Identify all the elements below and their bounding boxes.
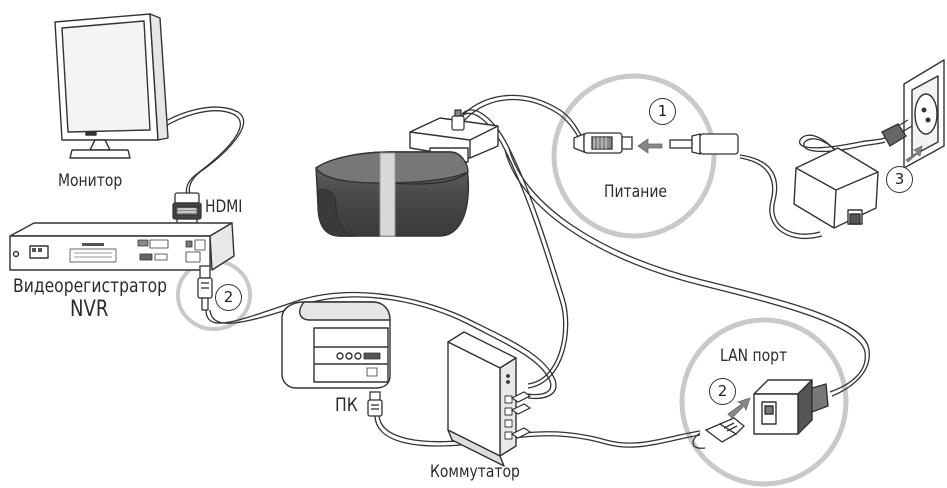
step-badge-lan-port: 2 bbox=[709, 378, 736, 405]
camera-connector bbox=[451, 109, 465, 131]
pc-label: ПК bbox=[335, 394, 358, 416]
adapter-dc-cable bbox=[739, 154, 821, 235]
pc-lan-plug bbox=[367, 391, 383, 417]
lan-port-callout-ring bbox=[679, 317, 849, 487]
wall-outlet bbox=[903, 59, 945, 169]
pc-device bbox=[281, 301, 391, 389]
switch-plugs bbox=[510, 391, 532, 439]
nvr-switch-cable bbox=[205, 291, 557, 400]
power-label: Питание bbox=[604, 182, 667, 202]
pc-switch-cable bbox=[374, 414, 701, 448]
hdmi-plug bbox=[172, 192, 202, 224]
camera-power-lead bbox=[459, 94, 586, 143]
lan-arrow bbox=[727, 397, 751, 419]
power-adapter bbox=[793, 147, 879, 229]
camera-lan-lead bbox=[504, 149, 866, 393]
camera-network-cable bbox=[459, 112, 565, 385]
lan-rj45-plug bbox=[704, 417, 745, 443]
camera-device bbox=[315, 117, 499, 237]
lan-coupler bbox=[753, 379, 829, 435]
nvr-lan-plug bbox=[197, 265, 213, 311]
switch-label: Коммутатор bbox=[430, 462, 520, 482]
hdmi-cable bbox=[151, 106, 245, 195]
network-switch bbox=[447, 331, 517, 467]
adapter-plug-cable bbox=[799, 134, 886, 161]
dc-male-plug bbox=[669, 133, 739, 155]
power-arrow bbox=[637, 138, 663, 154]
nvr-device bbox=[9, 222, 235, 271]
step-badge-outlet: 3 bbox=[886, 166, 913, 193]
lan-plug-cable bbox=[692, 432, 706, 449]
power-callout-ring bbox=[551, 73, 717, 239]
nvr-label-line2: NVR bbox=[70, 297, 109, 322]
monitor-label: Монитор bbox=[58, 171, 123, 191]
lan-port-label: LAN порт bbox=[720, 346, 788, 366]
monitor-device bbox=[54, 13, 169, 159]
outlet-arrow bbox=[905, 145, 923, 163]
hdmi-label: HDMI bbox=[205, 197, 243, 217]
dc-female-connector bbox=[573, 132, 633, 154]
step-badge-power: 1 bbox=[649, 98, 676, 125]
nvr-label-line1: Видеорегистратор bbox=[13, 275, 168, 297]
wall-plug bbox=[881, 119, 913, 147]
step-badge-nvr-lan: 2 bbox=[215, 284, 242, 311]
